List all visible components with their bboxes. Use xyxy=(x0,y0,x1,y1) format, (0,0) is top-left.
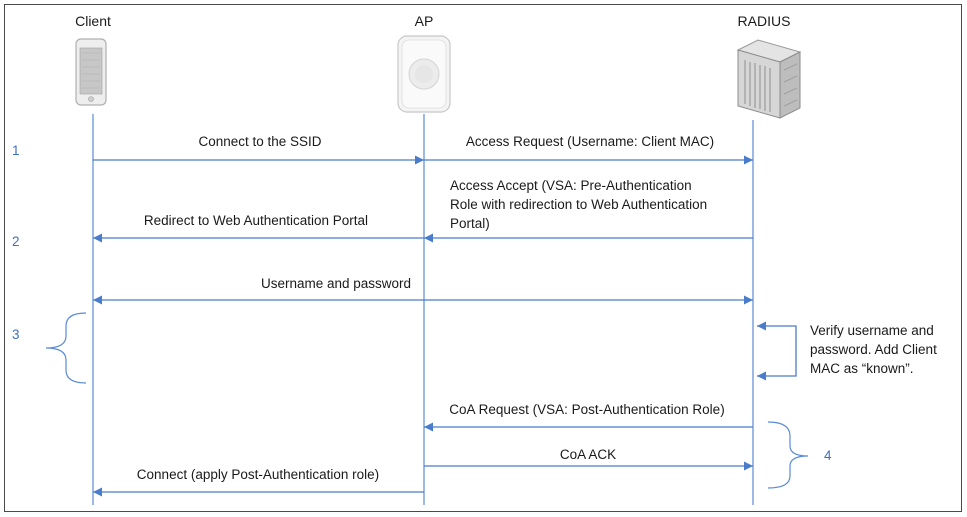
step-4-brace xyxy=(767,421,809,489)
msg-redirect-label: Redirect to Web Authentication Portal xyxy=(144,213,368,228)
msg-access-accept-label-line2: Role with redirection to Web Authenticat… xyxy=(450,197,707,212)
step-3-brace xyxy=(45,312,87,384)
msg-access-request-label: Access Request (Username: Client MAC) xyxy=(466,134,714,149)
msg-credentials-label: Username and password xyxy=(261,276,411,291)
msg-connect-ssid-label: Connect to the SSID xyxy=(198,134,321,149)
step-number-3: 3 xyxy=(12,327,20,342)
verify-label-line2: password. Add Client xyxy=(810,342,937,357)
server-icon xyxy=(736,39,802,119)
verify-self-loop-arrow xyxy=(757,321,797,381)
actor-ap-label: AP xyxy=(415,13,434,29)
step-number-2: 2 xyxy=(12,234,20,249)
actor-radius-label: RADIUS xyxy=(738,13,791,29)
msg-connect-post-auth-label: Connect (apply Post-Authentication role) xyxy=(137,467,379,482)
access-point-icon xyxy=(397,35,451,113)
msg-access-accept-label-line1: Access Accept (VSA: Pre-Authentication xyxy=(450,178,692,193)
actor-client-label: Client xyxy=(75,13,111,29)
step-number-4: 4 xyxy=(824,448,832,463)
step-number-1: 1 xyxy=(12,143,20,158)
verify-label-line3: MAC as “known”. xyxy=(810,361,914,376)
diagram-frame xyxy=(4,4,962,512)
msg-access-accept-label-line3: Portal) xyxy=(450,216,490,231)
phone-icon xyxy=(75,38,107,106)
msg-coa-request-label: CoA Request (VSA: Post-Authentication Ro… xyxy=(449,402,724,417)
msg-coa-ack-label: CoA ACK xyxy=(560,447,616,462)
verify-label-line1: Verify username and xyxy=(810,323,934,338)
